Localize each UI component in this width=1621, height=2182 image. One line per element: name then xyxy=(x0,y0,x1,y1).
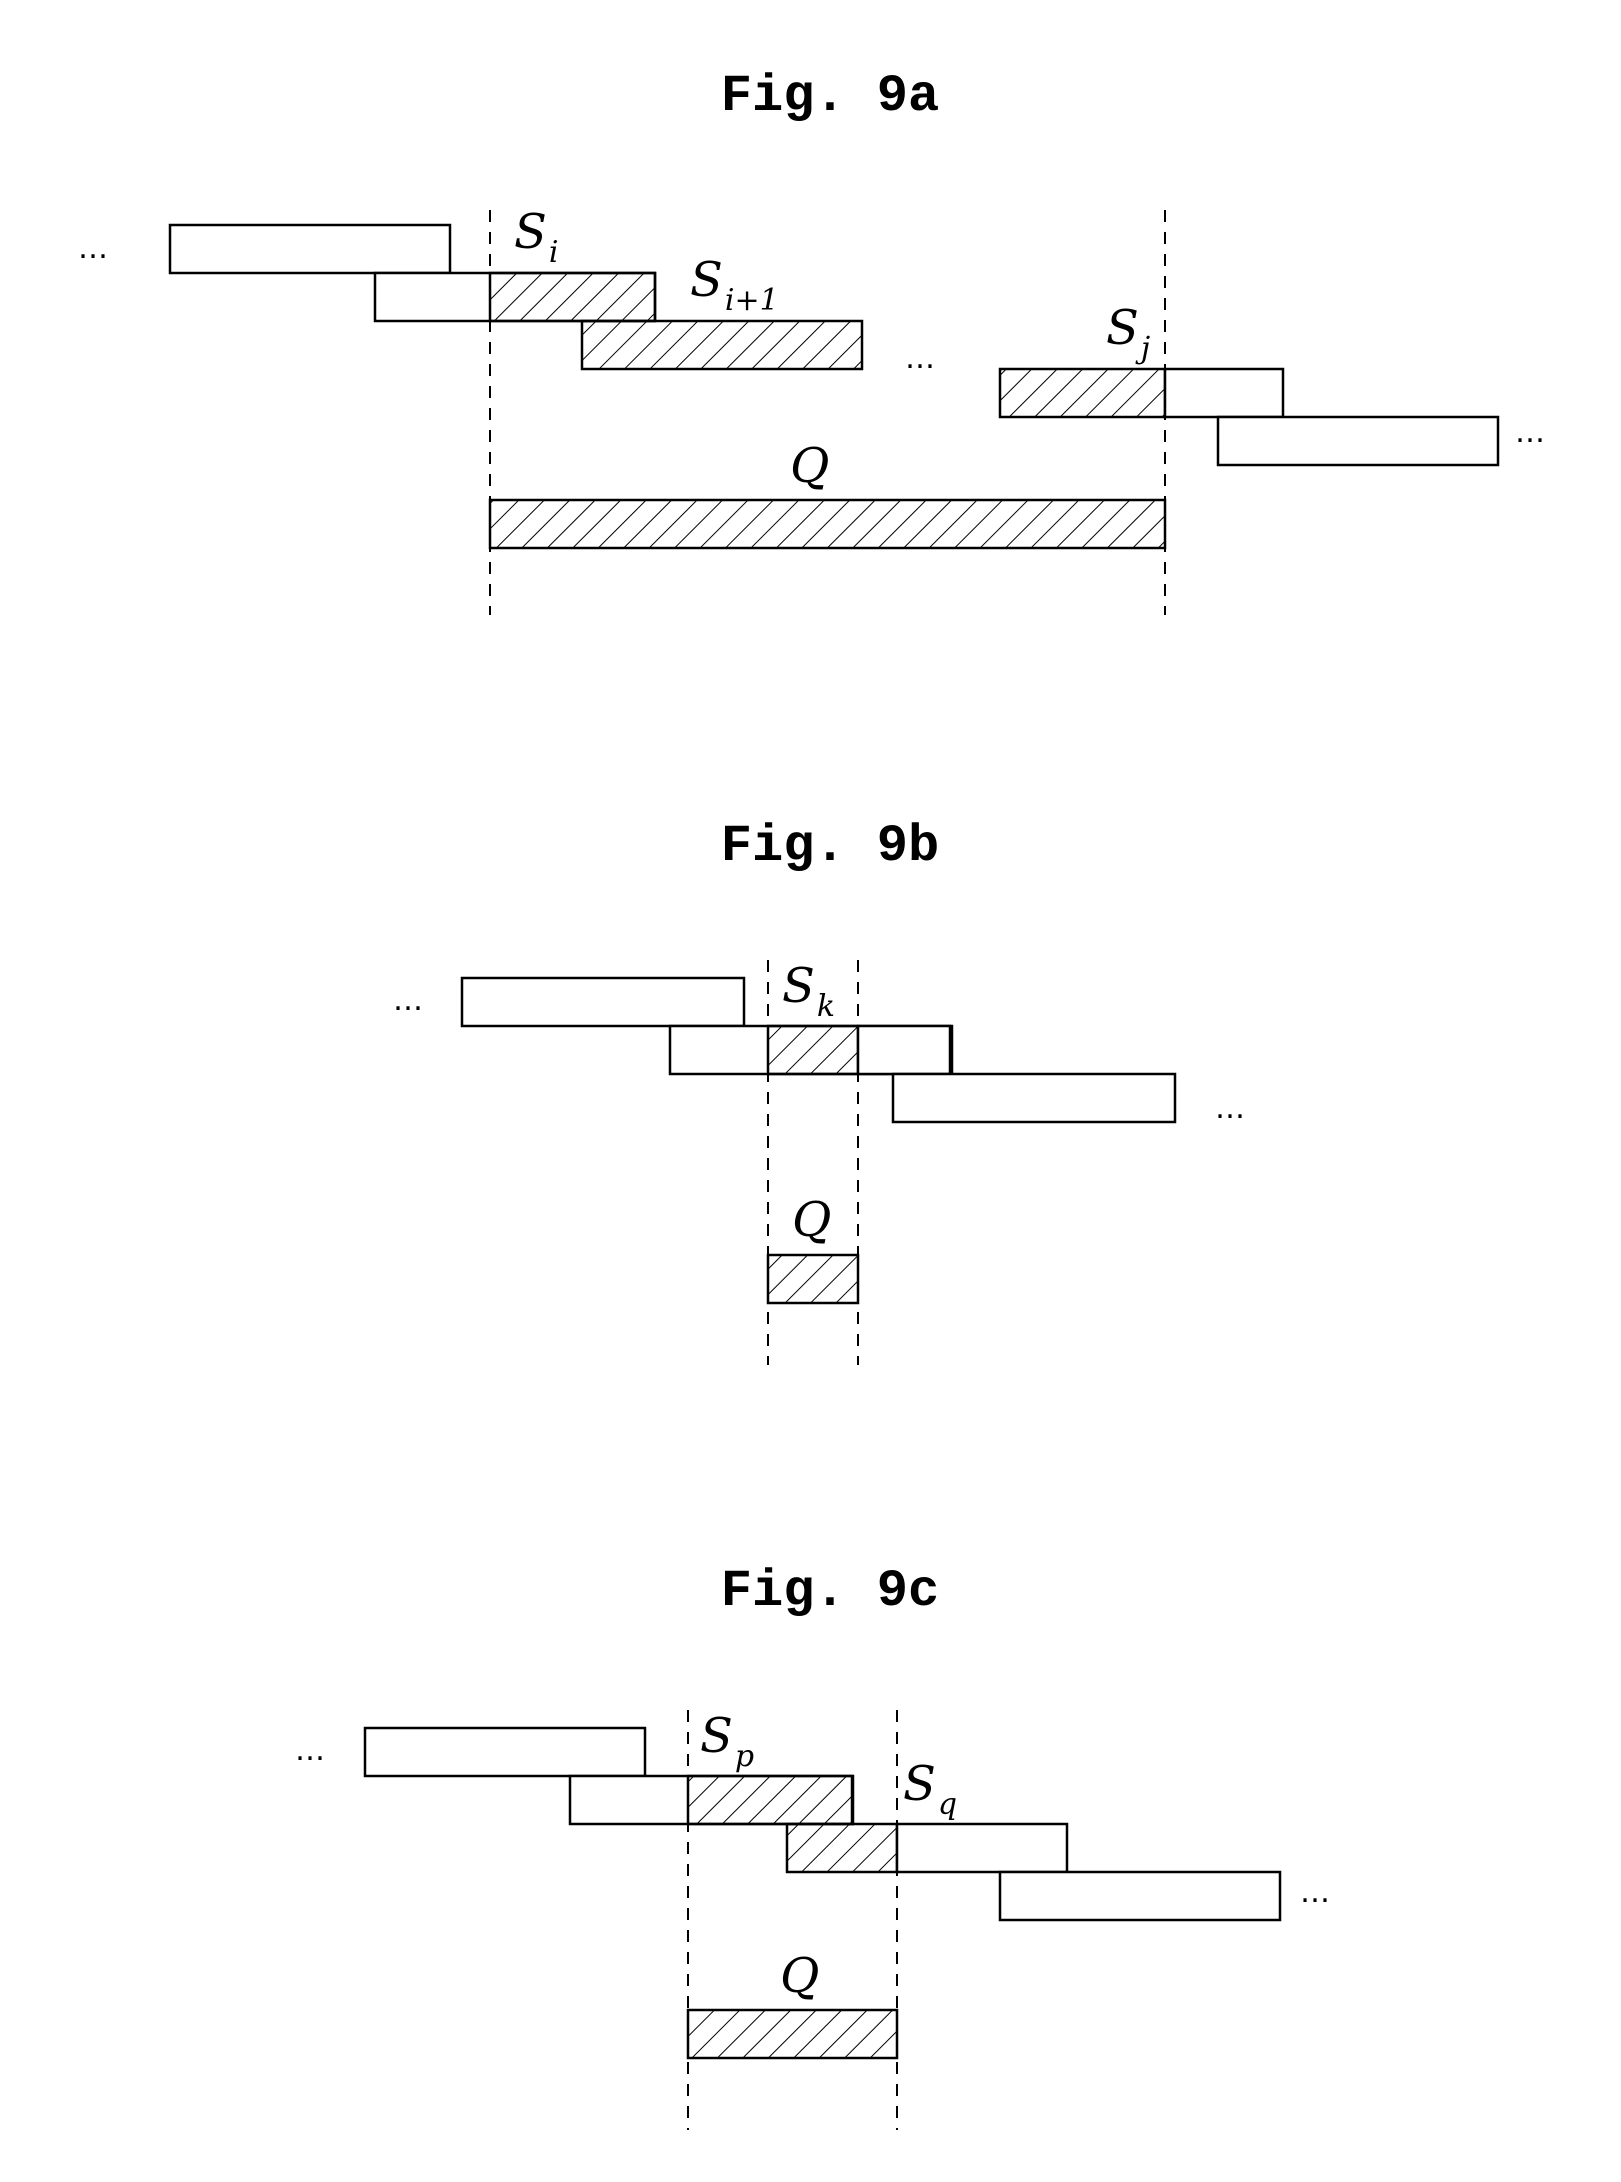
segment-label: Q xyxy=(790,438,829,494)
figure-title: Fig. 9a xyxy=(721,67,939,126)
figure-1: Fig. 9b SkQ … … xyxy=(393,817,1245,1365)
segment-label: Si+1 xyxy=(690,252,779,318)
hatched-segment-box xyxy=(580,319,864,371)
segment-box xyxy=(998,1870,1282,1922)
segment-label: Si xyxy=(514,204,559,270)
ellipsis: … xyxy=(1515,415,1545,450)
hatched-segment-box xyxy=(488,271,657,323)
ellipsis: … xyxy=(1215,1091,1245,1126)
hatched-segment-box xyxy=(488,498,1167,550)
label-subscript: i xyxy=(549,235,559,270)
segment-box xyxy=(460,976,746,1028)
label-base: S xyxy=(514,204,547,260)
ellipsis: … xyxy=(905,341,935,376)
hatched-segment-box xyxy=(766,1024,860,1076)
segment-label: Q xyxy=(780,1948,819,2004)
label-base: S xyxy=(690,252,723,308)
figure-title: Fig. 9c xyxy=(721,1562,939,1621)
segment-box xyxy=(1216,415,1500,467)
segment-box xyxy=(168,223,452,275)
hatched-segment-box xyxy=(785,1822,899,1874)
segment-box xyxy=(363,1726,647,1778)
label-base: S xyxy=(700,1708,733,1764)
label-base: Q xyxy=(792,1192,831,1248)
segment-label: Sq xyxy=(903,1756,957,1822)
segment-label: Sk xyxy=(782,958,835,1024)
segment-box xyxy=(856,1024,952,1076)
segment-label: Sj xyxy=(1106,300,1150,366)
segment-label: Sp xyxy=(700,1708,754,1774)
label-base: S xyxy=(903,1756,936,1812)
label-base: S xyxy=(1106,300,1139,356)
hatched-segment-box xyxy=(998,367,1167,419)
ellipsis: … xyxy=(1300,1875,1330,1910)
label-subscript: k xyxy=(817,989,835,1024)
ellipsis: … xyxy=(295,1733,325,1768)
label-subscript: q xyxy=(938,1787,957,1822)
ellipsis: … xyxy=(393,983,423,1018)
figure-title: Fig. 9b xyxy=(721,817,939,876)
label-subscript: p xyxy=(735,1739,754,1774)
ellipsis: … xyxy=(78,231,108,266)
segment-box xyxy=(895,1822,1069,1874)
segment-box xyxy=(1163,367,1285,419)
segment-box xyxy=(891,1072,1177,1124)
label-base: S xyxy=(782,958,815,1014)
hatched-segment-box xyxy=(766,1253,860,1305)
label-subscript: i+1 xyxy=(725,283,779,318)
segment-label: Q xyxy=(792,1192,831,1248)
hatched-segment-box xyxy=(686,1774,855,1826)
hatched-segment-box xyxy=(686,2008,899,2060)
label-base: Q xyxy=(780,1948,819,2004)
label-base: Q xyxy=(790,438,829,494)
